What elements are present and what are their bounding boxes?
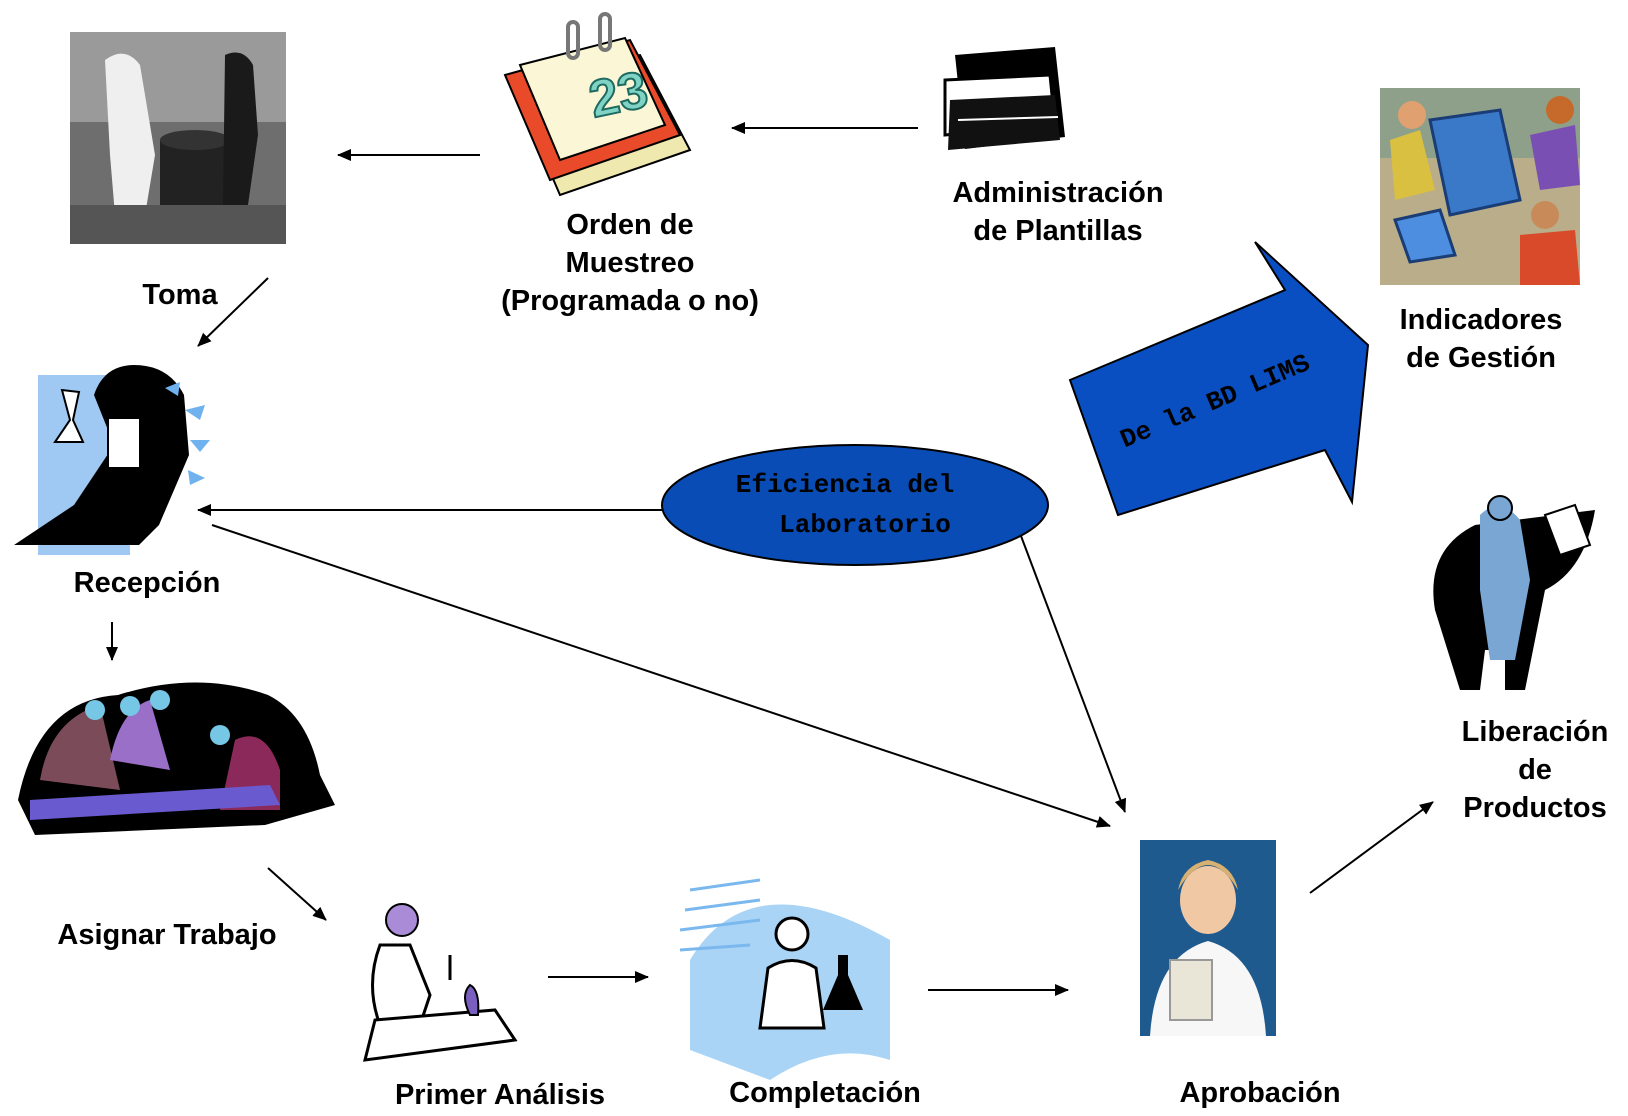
scientist-report-icon	[679, 878, 890, 1080]
label-admin: Administración de Plantillas	[918, 174, 1198, 250]
label-liberacion: Liberación de Productos	[1446, 713, 1624, 827]
label-toma-text: Toma	[142, 279, 218, 311]
label-aprobacion: Aprobación	[1150, 1074, 1370, 1112]
label-indicadores: Indicadores de Gestión	[1370, 301, 1592, 377]
label-orden-line1: Orden de	[566, 209, 694, 241]
label-recepcion-text: Recepción	[73, 567, 221, 599]
efficiency-ellipse: Eficiencia del Laboratorio	[661, 444, 1049, 566]
label-admin-line2: de Plantillas	[973, 215, 1143, 247]
label-orden-line3: (Programada o no)	[501, 285, 759, 317]
arrow-asignar-to-primer	[267, 867, 327, 921]
label-primer-text: Primer Análisis	[394, 1079, 606, 1111]
calendar-icon: 23	[503, 12, 692, 197]
lab-team-illustration	[18, 682, 335, 835]
arrow-aprobacion-to-liberacion	[1309, 801, 1434, 894]
efficiency-line2: Laboratorio	[779, 510, 951, 540]
label-asignar: Asignar Trabajo	[22, 916, 312, 954]
analyst-figure	[363, 903, 518, 1062]
label-completacion-text: Completación	[729, 1077, 921, 1109]
efficiency-line1: Eficiencia del	[736, 470, 954, 500]
label-liberacion-line1: Liberación	[1461, 716, 1609, 748]
inspector-figure	[1433, 495, 1595, 690]
label-liberacion-line3: Productos	[1463, 792, 1607, 824]
label-recepcion: Recepción	[52, 564, 242, 602]
label-liberacion-line2: de	[1518, 754, 1552, 786]
label-primer: Primer Análisis	[370, 1076, 630, 1114]
meeting-illustration	[1380, 88, 1580, 285]
label-aprobacion-text: Aprobación	[1179, 1077, 1341, 1109]
lims-db-arrow: De la BD LIMS	[1068, 241, 1370, 517]
label-indicadores-line2: de Gestión	[1406, 342, 1556, 374]
label-asignar-text: Asignar Trabajo	[57, 919, 277, 951]
reception-figure	[14, 365, 210, 555]
label-orden-line2: Muestreo	[565, 247, 695, 279]
label-orden: Orden de Muestreo (Programada o no)	[470, 206, 790, 320]
label-indicadores-line1: Indicadores	[1399, 304, 1563, 336]
arrow-recepcion-to-aprobacion	[211, 524, 1111, 828]
document-stack-icon	[943, 47, 1065, 150]
arrow-ellipse-to-aprobacion	[1017, 527, 1127, 813]
calendar-day-number: 23	[584, 61, 653, 130]
label-admin-line1: Administración	[952, 177, 1164, 209]
sampling-photo	[70, 32, 286, 244]
arrow-toma-to-recepcion	[197, 277, 269, 347]
label-toma: Toma	[120, 276, 240, 314]
label-completacion: Completación	[700, 1074, 950, 1112]
approver-photo	[1140, 840, 1276, 1036]
